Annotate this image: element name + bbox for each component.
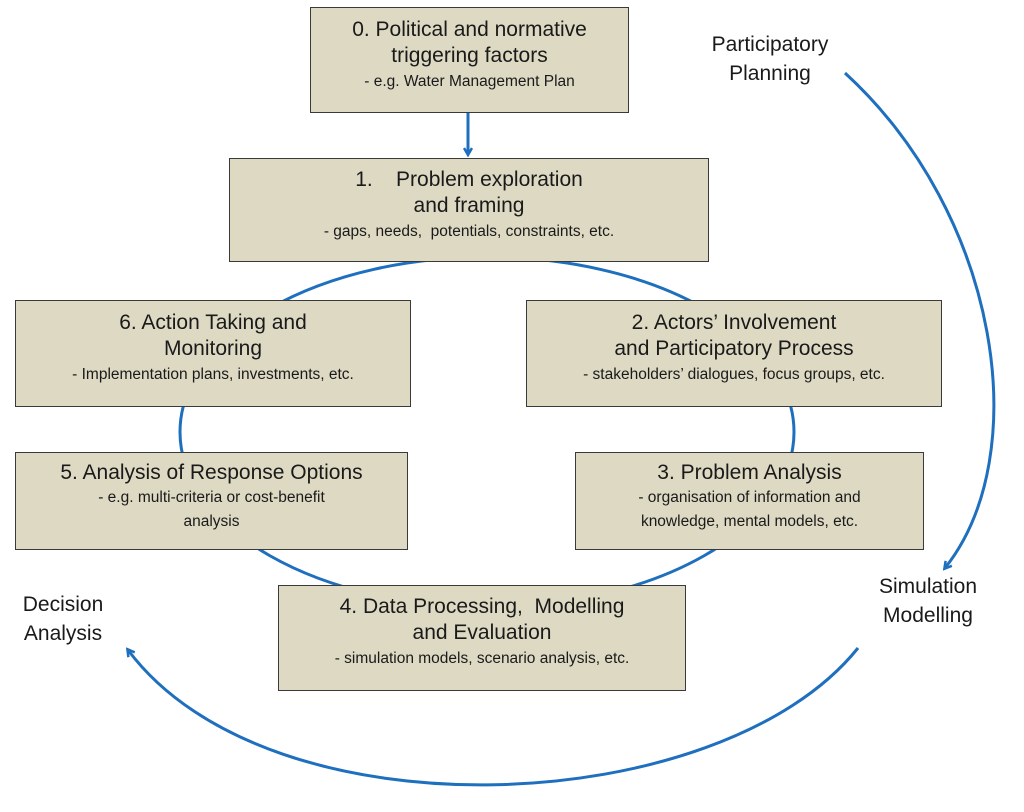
step0-title-line1: 0. Political and normative — [352, 18, 587, 41]
step4-title-line1: 4. Data Processing, Modelling — [339, 595, 625, 618]
decision-label-line2: Analysis — [23, 622, 103, 646]
step3-subtitle-line2: knowledge, mental models, etc. — [640, 512, 859, 530]
step4-box: 4. Data Processing, Modelling and Evalua… — [278, 585, 686, 691]
step0-title-line2: triggering factors — [391, 44, 548, 68]
step1-box: 1. Problem exploration and framing - gap… — [229, 158, 709, 262]
step5-box: 5. Analysis of Response Options - e.g. m… — [15, 452, 408, 550]
simulation-to-decision-arrow — [128, 647, 860, 787]
step3-title: 3. Problem Analysis — [657, 461, 842, 484]
step1-subtitle: - gaps, needs, potentials, constraints, … — [323, 222, 615, 240]
step5-subtitle-line1: - e.g. multi-criteria or cost-benefit — [98, 489, 325, 507]
step5-subtitle-line2: analysis — [183, 512, 240, 530]
decision-analysis-label: Decision Analysis — [0, 590, 126, 649]
participatory-label-line1: Participatory — [711, 33, 829, 56]
step4-subtitle: - simulation models, scenario analysis, … — [334, 649, 630, 667]
step0-subtitle: - e.g. Water Management Plan — [364, 72, 575, 90]
step1-title-line2: and framing — [413, 194, 525, 218]
step6-title-line1: 6. Action Taking and — [119, 311, 307, 334]
participatory-label-line2: Planning — [729, 62, 811, 86]
simulation-modelling-label: Simulation Modelling — [838, 572, 1018, 631]
participatory-planning-label: Participatory Planning — [680, 30, 860, 89]
simulation-label-line1: Simulation — [878, 575, 978, 598]
step6-title-line2: Monitoring — [163, 337, 263, 361]
step2-box: 2. Actors’ Involvement and Participatory… — [526, 300, 942, 407]
decision-label-line1: Decision — [22, 593, 104, 616]
step6-subtitle: - Implementation plans, investments, etc… — [72, 365, 354, 383]
step2-title-line1: 2. Actors’ Involvement — [631, 311, 837, 334]
simulation-label-line2: Modelling — [883, 604, 973, 628]
step6-box: 6. Action Taking and Monitoring - Implem… — [15, 300, 411, 407]
step2-title-line2: and Participatory Process — [614, 337, 854, 361]
step4-title-line2: and Evaluation — [412, 621, 552, 645]
step3-subtitle-line1: - organisation of information and — [638, 489, 861, 507]
step1-title-line1: 1. Problem exploration — [355, 168, 583, 191]
participatory-to-simulation-arrow — [843, 71, 996, 568]
step3-box: 3. Problem Analysis - organisation of in… — [575, 452, 924, 550]
step5-title: 5. Analysis of Response Options — [60, 461, 363, 484]
step2-subtitle: - stakeholders’ dialogues, focus groups,… — [583, 365, 885, 383]
step0-box: 0. Political and normative triggering fa… — [310, 7, 629, 113]
